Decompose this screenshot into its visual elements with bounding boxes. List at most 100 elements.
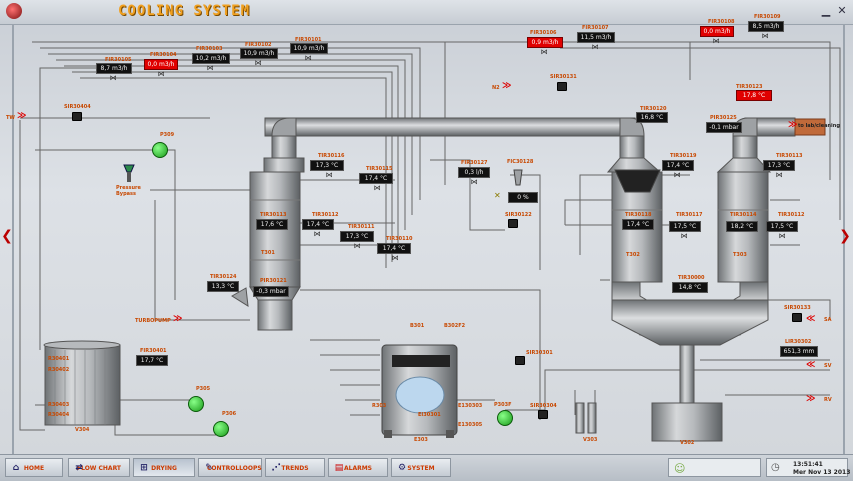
- tag-tir30120: TIR30120: [640, 106, 667, 112]
- tag-tir30118: TIR30118: [625, 212, 652, 218]
- tw-label: TW: [6, 115, 15, 121]
- tag-tir30112: TIR30112: [312, 212, 339, 218]
- tir30124-value: 13,3 °C: [207, 281, 239, 292]
- tag-sir30122: SIR30122: [505, 212, 532, 218]
- valve-icon[interactable]: ⋈: [680, 232, 688, 240]
- e303-label: E303: [414, 437, 428, 443]
- tir30117-value: 17,5 °C: [669, 221, 701, 232]
- main-duct: [264, 117, 636, 137]
- tag-tir30114: TIR30114: [730, 212, 757, 218]
- flow-chart-icon: ⇄: [75, 463, 83, 473]
- valve-icon[interactable]: ⋈: [391, 254, 399, 262]
- nav-trends-button[interactable]: ⋰ TRENDS: [265, 458, 325, 477]
- valve-icon[interactable]: ⋈: [157, 70, 165, 78]
- fir30103-value: 10,2 m3/h: [192, 53, 230, 64]
- valve-icon[interactable]: ⋈: [254, 59, 262, 67]
- pump-p309-icon[interactable]: [152, 142, 168, 158]
- n2-arrow-icon: ≫: [502, 81, 512, 91]
- tag-pir30121: PIR30121: [260, 278, 287, 284]
- minimize-icon[interactable]: ▁: [821, 4, 831, 17]
- tir30116-value: 17,3 °C: [310, 160, 344, 171]
- sir30133-indicator[interactable]: [792, 313, 802, 322]
- nav-flow-chart-label: FLOW CHART: [76, 465, 122, 472]
- nav-system-label: SYSTEM: [407, 465, 435, 472]
- nav-home-label: HOME: [23, 465, 45, 472]
- sir30304-indicator[interactable]: [538, 410, 548, 419]
- tag-tir30119: TIR30119: [670, 153, 697, 159]
- fir30401-value: 17,7 °C: [136, 355, 168, 366]
- pump-p306-icon[interactable]: [213, 421, 229, 437]
- pressure-bypass-label: Pressure Bypass: [116, 185, 141, 197]
- tir30123-value: 17,8 °C: [736, 90, 772, 101]
- close-icon[interactable]: ✕: [837, 4, 847, 17]
- tag-tir30115: TIR30115: [366, 166, 393, 172]
- turbopump-arrow-icon: ≫: [173, 314, 183, 324]
- sir30131-indicator[interactable]: [557, 82, 567, 91]
- tir30110-value: 17,4 °C: [377, 243, 411, 254]
- sir30122-indicator[interactable]: [508, 219, 518, 228]
- user-panel[interactable]: ☺: [668, 458, 761, 477]
- pump-p303f-icon[interactable]: [497, 410, 513, 426]
- valve-icon[interactable]: ⋈: [712, 37, 720, 45]
- tag-fir30101: FIR30101: [295, 37, 322, 43]
- control-loops-icon: ✎: [205, 463, 213, 473]
- dosing-valve-icon[interactable]: ✕: [494, 191, 501, 200]
- sir30301-indicator[interactable]: [515, 356, 525, 365]
- tag-sir30131: SIR30131: [550, 74, 577, 80]
- tag-p305: P305: [196, 386, 211, 392]
- valve-icon[interactable]: ⋈: [470, 178, 478, 186]
- e130303-label: E130303: [458, 403, 483, 409]
- tag-tir30112b: TIR30112: [778, 212, 805, 218]
- tag-fic30128: FIC30128: [507, 159, 534, 165]
- v302-label: V302: [680, 440, 695, 446]
- tag-tir30117: TIR30117: [676, 212, 703, 218]
- sir30404-indicator[interactable]: [72, 112, 82, 121]
- nav-alarms-button[interactable]: ▤ ALARMS: [328, 458, 388, 477]
- tank-v304: [43, 340, 121, 426]
- tag-fir30102: FIR30102: [245, 42, 272, 48]
- turbopump-label: TURBOPUMP: [135, 318, 171, 324]
- vessel-v303-a: [575, 402, 585, 434]
- fir30109-value: 8,5 m3/h: [748, 21, 784, 32]
- tag-p306: P306: [222, 411, 237, 417]
- fir30107-value: 11,5 m3/h: [577, 32, 615, 43]
- valve-icon[interactable]: ⋈: [325, 171, 333, 179]
- valve-icon[interactable]: ⋈: [673, 171, 681, 179]
- nav-alarms-label: ALARMS: [343, 465, 373, 472]
- fir30108-value: 0,0 m3/h: [700, 26, 734, 37]
- valve-icon[interactable]: ⋈: [353, 242, 361, 250]
- r30403-label: R30403: [48, 402, 70, 408]
- tag-fir30109: FIR30109: [754, 14, 781, 20]
- clock-date: Mer Nov 13 2013: [793, 469, 851, 476]
- tag-fir30106: FIR30106: [530, 30, 557, 36]
- valve-icon[interactable]: ⋈: [591, 43, 599, 51]
- nav-control-loops-button[interactable]: ✎ CONTROLLOOPS: [198, 458, 262, 477]
- prev-page-arrow[interactable]: ❮: [1, 228, 13, 244]
- fir30101-value: 10,9 m3/h: [290, 43, 328, 54]
- valve-icon[interactable]: ⋈: [540, 48, 548, 56]
- valve-icon[interactable]: ⋈: [373, 184, 381, 192]
- nav-system-button[interactable]: ⚙ SYSTEM: [391, 458, 451, 477]
- home-icon: ⌂: [12, 463, 20, 473]
- tir30111-value: 17,3 °C: [340, 231, 374, 242]
- valve-icon[interactable]: ⋈: [778, 232, 786, 240]
- valve-icon[interactable]: ⋈: [206, 64, 214, 72]
- fir30104-value: 0,0 m3/h: [144, 59, 178, 70]
- valve-icon[interactable]: ⋈: [775, 171, 783, 179]
- vessel-v303-b: [587, 402, 597, 434]
- sv-label: SV: [824, 363, 832, 369]
- vessel-v302: [651, 402, 723, 442]
- nav-drying-button[interactable]: ⊞ DRYING: [133, 458, 195, 477]
- next-page-arrow[interactable]: ❯: [839, 228, 851, 244]
- pir30125-value: -0,1 mbar: [706, 122, 742, 133]
- tir30113-value: 17,6 °C: [256, 219, 288, 230]
- valve-icon[interactable]: ⋈: [304, 54, 312, 62]
- nav-home-button[interactable]: ⌂ HOME: [5, 458, 63, 477]
- valve-icon[interactable]: ⋈: [313, 230, 321, 238]
- nav-flow-chart-button[interactable]: ⇄ FLOW CHART: [68, 458, 130, 477]
- pump-p305-icon[interactable]: [188, 396, 204, 412]
- valve-icon[interactable]: ⋈: [761, 32, 769, 40]
- valve-icon[interactable]: ⋈: [109, 74, 117, 82]
